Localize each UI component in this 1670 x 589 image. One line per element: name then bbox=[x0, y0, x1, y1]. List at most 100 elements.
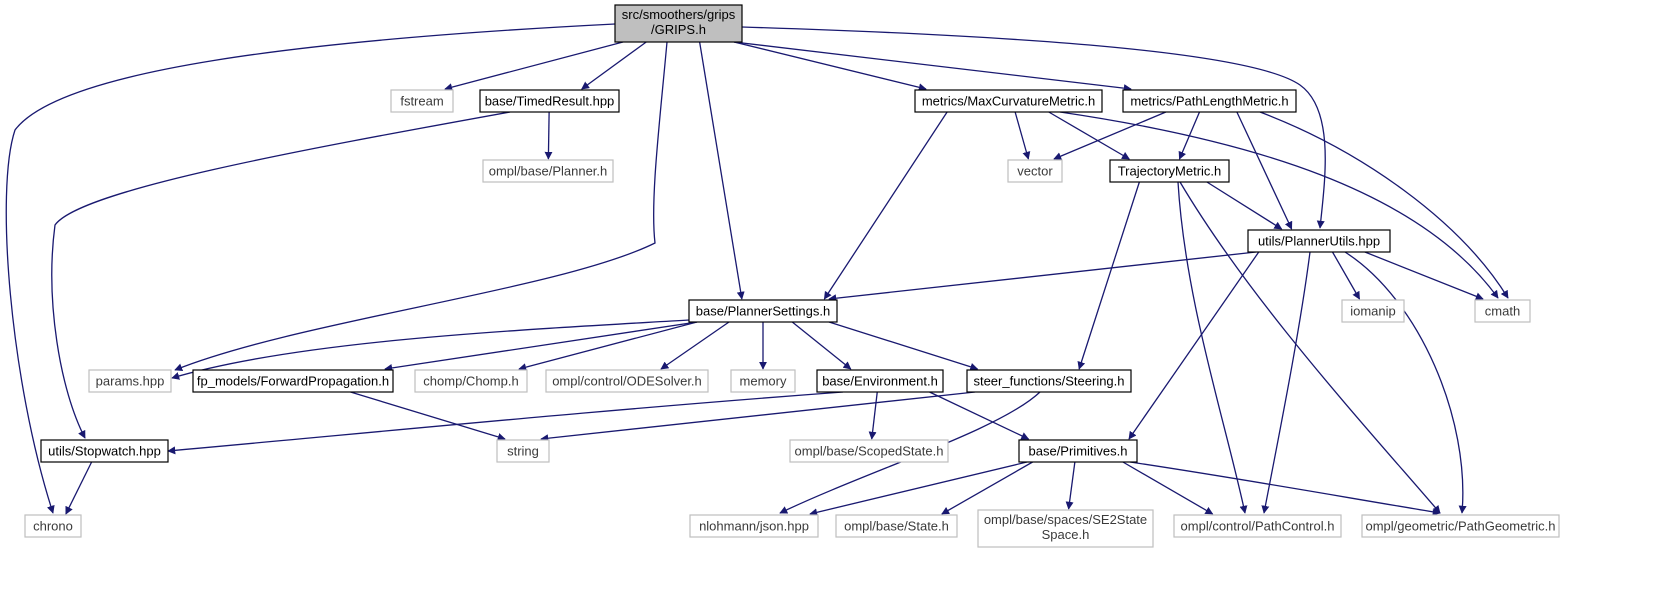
node-scopedstate-h: ompl/base/ScopedState.h bbox=[789, 439, 949, 463]
edge-pathlen-to-plannerutils bbox=[1236, 111, 1293, 230]
edge-plannersettings-to-fwdprop bbox=[384, 321, 698, 372]
node-iomanip-box bbox=[1341, 299, 1405, 323]
node-state-h-label: ompl/base/State.h bbox=[844, 519, 949, 534]
node-grips-h-label: src/smoothers/grips/GRIPS.h bbox=[622, 7, 736, 37]
node-stopwatch-hpp-box bbox=[40, 439, 169, 463]
edge-grips-to-maxcurv bbox=[733, 41, 927, 92]
node-plannersettings-h[interactable]: base/PlannerSettings.h bbox=[688, 299, 838, 323]
edge-primitives-to-json bbox=[809, 461, 1028, 517]
node-forwardpropagation-h-box bbox=[192, 369, 394, 393]
edge-primitives-to-pathgeom bbox=[1129, 461, 1441, 516]
node-chomp-h-label: chomp/Chomp.h bbox=[423, 374, 518, 389]
node-pathgeometric-h: ompl/geometric/PathGeometric.h bbox=[1361, 514, 1560, 538]
node-steering-h-label: steer_functions/Steering.h bbox=[973, 374, 1124, 389]
edge-pathlen-to-vector bbox=[1053, 111, 1167, 160]
node-grips-h[interactable]: src/smoothers/grips/GRIPS.h bbox=[614, 4, 743, 43]
node-odesolver-h-label: ompl/control/ODESolver.h bbox=[552, 374, 702, 389]
edge-environment-to-stopwatch bbox=[167, 391, 844, 455]
edge-plannerutils-to-pathcontrol bbox=[1261, 251, 1311, 514]
node-pathlengthmetric-h-label: metrics/PathLengthMetric.h bbox=[1130, 94, 1288, 109]
node-forwardpropagation-h[interactable]: fp_models/ForwardPropagation.h bbox=[192, 369, 394, 393]
edge-timedresult-to-planner bbox=[544, 111, 553, 160]
node-primitives-h-box bbox=[1018, 439, 1138, 463]
edge-plannerutils-to-plannersettings bbox=[828, 251, 1257, 303]
node-forwardpropagation-h-label: fp_models/ForwardPropagation.h bbox=[197, 374, 389, 389]
node-scopedstate-h-label: ompl/base/ScopedState.h bbox=[795, 444, 944, 459]
node-cmath: cmath bbox=[1474, 299, 1531, 323]
node-vector-label: vector bbox=[1017, 164, 1053, 179]
edge-trajmetric-to-plannerutils bbox=[1206, 181, 1283, 230]
edge-trajmetric-to-pathcontrol bbox=[1177, 181, 1248, 514]
node-fstream-label: fstream bbox=[400, 94, 443, 109]
node-steering-h[interactable]: steer_functions/Steering.h bbox=[966, 369, 1132, 393]
node-plannersettings-h-label: base/PlannerSettings.h bbox=[696, 304, 830, 319]
node-pathcontrol-h-label: ompl/control/PathControl.h bbox=[1181, 519, 1335, 534]
node-primitives-h[interactable]: base/Primitives.h bbox=[1018, 439, 1138, 463]
node-ompl-planner-h: ompl/base/Planner.h bbox=[482, 159, 614, 183]
node-primitives-h-label: base/Primitives.h bbox=[1029, 444, 1128, 459]
node-trajectorymetric-h-label: TrajectoryMetric.h bbox=[1118, 164, 1222, 179]
edge-environment-to-primitives bbox=[929, 391, 1030, 440]
node-trajectorymetric-h-box bbox=[1109, 159, 1230, 183]
node-memory: memory bbox=[730, 369, 796, 393]
node-plannerutils-hpp-label: utils/PlannerUtils.hpp bbox=[1258, 234, 1380, 249]
edge-grips-to-params bbox=[174, 41, 668, 372]
node-memory-label: memory bbox=[740, 374, 787, 389]
edge-stopwatch-to-chrono bbox=[65, 461, 93, 515]
node-string: string bbox=[496, 439, 550, 463]
node-fstream-box bbox=[390, 89, 454, 113]
node-odesolver-h: ompl/control/ODESolver.h bbox=[545, 369, 709, 393]
edge-grips-to-plannerutils bbox=[741, 26, 1326, 229]
node-vector: vector bbox=[1007, 159, 1063, 183]
edge-grips-to-timedresult bbox=[581, 41, 647, 90]
edge-trajmetric-to-steering bbox=[1077, 181, 1140, 370]
edge-grips-to-plannersettings bbox=[698, 41, 745, 300]
node-params-hpp-label: params.hpp bbox=[96, 374, 165, 389]
node-grips-h-box bbox=[614, 4, 743, 43]
node-fstream: fstream bbox=[390, 89, 454, 113]
node-state-h: ompl/base/State.h bbox=[835, 514, 958, 538]
edge-maxcurv-to-trajmetric bbox=[1048, 111, 1130, 160]
node-maxcurvaturemetric-h[interactable]: metrics/MaxCurvatureMetric.h bbox=[914, 89, 1103, 113]
edge-grips-to-chrono bbox=[5, 23, 616, 514]
edge-primitives-to-pathcontrol bbox=[1122, 461, 1214, 515]
node-se2statespace-h-box bbox=[977, 509, 1154, 548]
node-json-hpp-label: nlohmann/json.hpp bbox=[699, 519, 809, 534]
node-stopwatch-hpp-label: utils/Stopwatch.hpp bbox=[48, 444, 161, 459]
edge-grips-to-pathlen bbox=[733, 41, 1132, 93]
edge-maxcurv-to-plannersettings bbox=[823, 111, 948, 300]
edge-primitives-to-se2 bbox=[1065, 461, 1076, 510]
node-environment-h-box bbox=[816, 369, 944, 393]
node-timedresult-hpp[interactable]: base/TimedResult.hpp bbox=[479, 89, 620, 113]
node-state-h-box bbox=[835, 514, 958, 538]
edge-plannerutils-to-cmath bbox=[1364, 251, 1484, 301]
node-environment-h[interactable]: base/Environment.h bbox=[816, 369, 944, 393]
node-pathlengthmetric-h[interactable]: metrics/PathLengthMetric.h bbox=[1122, 89, 1297, 113]
node-json-hpp-box bbox=[689, 514, 819, 538]
node-stopwatch-hpp[interactable]: utils/Stopwatch.hpp bbox=[40, 439, 169, 463]
edge-plannerutils-to-pathgeom bbox=[1344, 251, 1467, 514]
edge-plannersettings-to-odesolver bbox=[660, 321, 730, 370]
edge-primitives-to-state bbox=[941, 461, 1033, 515]
node-scopedstate-h-box bbox=[789, 439, 949, 463]
node-plannerutils-hpp[interactable]: utils/PlannerUtils.hpp bbox=[1247, 229, 1391, 253]
node-plannersettings-h-box bbox=[688, 299, 838, 323]
node-json-hpp: nlohmann/json.hpp bbox=[689, 514, 819, 538]
node-maxcurvaturemetric-h-box bbox=[914, 89, 1103, 113]
node-chrono-label: chrono bbox=[33, 519, 73, 534]
node-steering-h-box bbox=[966, 369, 1132, 393]
node-cmath-box bbox=[1474, 299, 1531, 323]
edge-timedresult-to-stopwatch bbox=[51, 111, 511, 439]
edge-plannersettings-to-environment bbox=[791, 321, 852, 370]
node-plannerutils-hpp-box bbox=[1247, 229, 1391, 253]
edge-environment-to-scopedstate bbox=[868, 391, 878, 440]
edge-pathlen-to-trajmetric bbox=[1178, 111, 1201, 160]
nodes-layer: src/smoothers/grips/GRIPS.h fstream base/T… bbox=[24, 4, 1560, 548]
node-string-label: string bbox=[507, 444, 539, 459]
node-trajectorymetric-h[interactable]: TrajectoryMetric.h bbox=[1109, 159, 1230, 183]
node-pathlengthmetric-h-box bbox=[1122, 89, 1297, 113]
node-iomanip-label: iomanip bbox=[1350, 304, 1396, 319]
